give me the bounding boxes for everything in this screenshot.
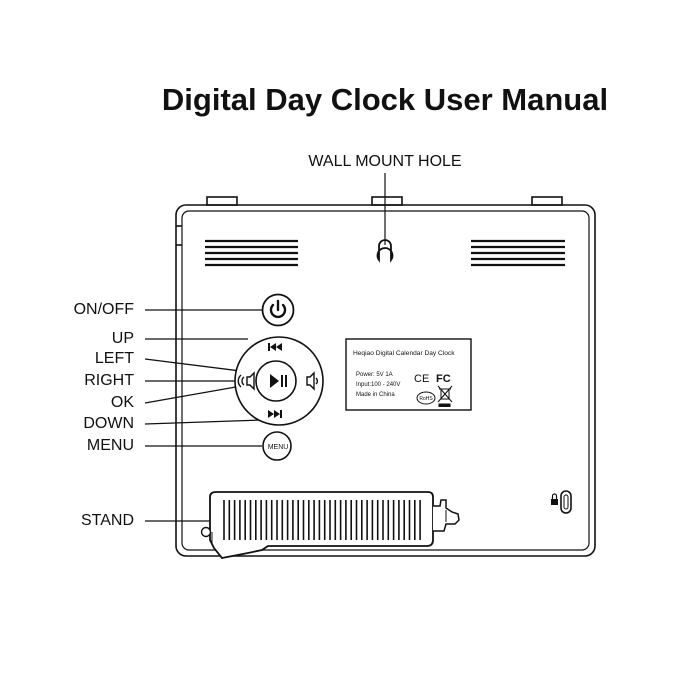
product-label-title: Heqiao Digital Calendar Day Clock (353, 350, 455, 357)
right-label: RIGHT (84, 372, 134, 389)
up-label: UP (111, 330, 134, 347)
ok-label: OK (110, 394, 134, 411)
trash-bin-crossed-icon (437, 385, 453, 407)
menu-button[interactable]: MENU (262, 431, 292, 461)
wall-mount-hole-label: WALL MOUNT HOLE (308, 153, 462, 170)
lock-switch[interactable] (551, 490, 572, 514)
top-tab-left (206, 196, 238, 206)
stand-label: STAND (80, 512, 134, 529)
product-label-input: Input:100 - 240V (356, 382, 400, 388)
menu-label: MENU (86, 437, 134, 454)
rohs-mark: RoHS (419, 396, 433, 402)
vent-left (205, 239, 298, 267)
wall-mount-hole (376, 239, 394, 263)
product-label-origin: Made in China (356, 392, 395, 398)
top-tab-center (371, 196, 403, 206)
volume-up-icon (237, 371, 255, 391)
top-tab-right (531, 196, 563, 206)
ce-mark: CE (414, 373, 429, 385)
on-off-label: ON/OFF (73, 301, 134, 318)
navigation-pad[interactable] (234, 336, 324, 426)
menu-button-text: MENU (268, 444, 289, 451)
volume-down-icon (306, 371, 318, 391)
power-button[interactable] (261, 293, 295, 327)
down-label: DOWN (83, 415, 134, 432)
product-label-power: Power: 5V 1A (356, 372, 393, 378)
left-label: LEFT (94, 350, 134, 367)
page-title: Digital Day Clock User Manual (161, 82, 609, 117)
stand-grip (223, 500, 421, 540)
next-track-icon (268, 410, 282, 418)
previous-track-icon (268, 343, 282, 351)
stand[interactable] (200, 491, 460, 559)
lock-icon (551, 493, 558, 505)
power-icon (269, 299, 287, 319)
play-pause-icon (270, 374, 287, 388)
product-label: Heqiao Digital Calendar Day Clock Power:… (345, 338, 472, 411)
fcc-mark: FC (436, 373, 451, 385)
vent-right (471, 239, 565, 267)
